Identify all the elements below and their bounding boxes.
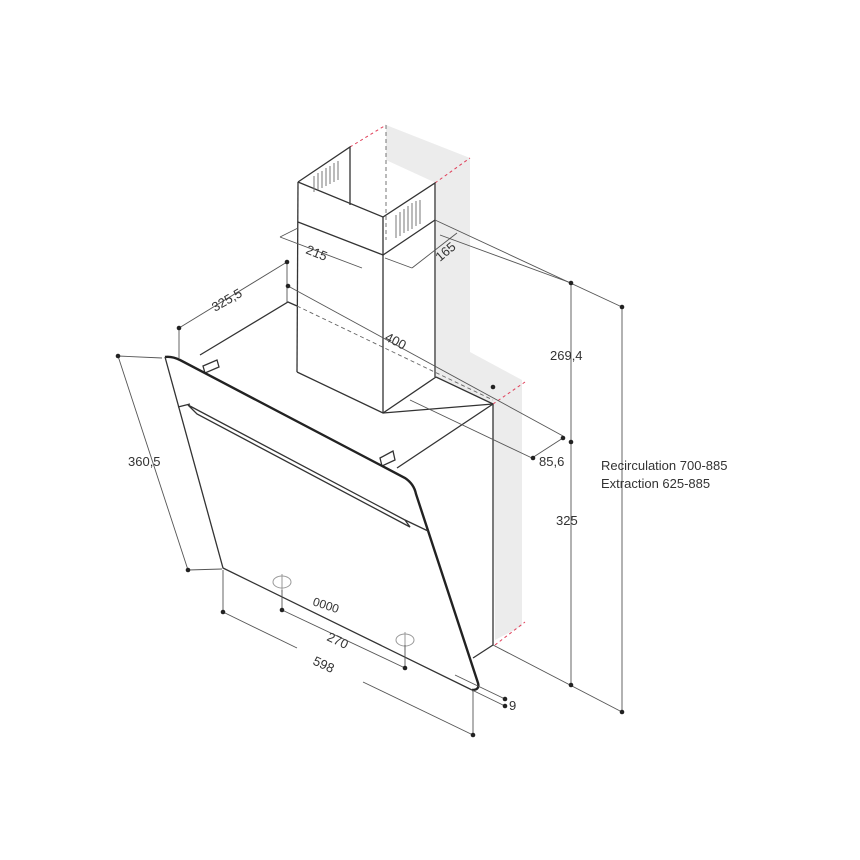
marker-line-top-right (434, 157, 471, 184)
dim-chimney-width: 215 (304, 242, 330, 264)
marker-line-bottom (494, 621, 526, 646)
dim-panel-slant: 360,5 (128, 454, 161, 469)
dim-hood-top-depth: 325,5 (209, 285, 245, 314)
note-recirculation: Recirculation 700-885 (601, 458, 727, 473)
vent-grille-icon (395, 200, 421, 238)
dim-panel-thickness: 9 (509, 698, 516, 713)
chimney (296, 145, 437, 414)
note-extraction: Extraction 625-885 (601, 476, 710, 491)
vent-grille-icon (313, 161, 339, 192)
dim-hood-height: 325 (556, 513, 578, 528)
glass-panel (164, 355, 480, 692)
dim-total-width: 598 (311, 653, 337, 676)
marker-line-top-left (349, 124, 387, 148)
dimension-points (115, 259, 625, 738)
dim-control-spacing: 270 (325, 629, 351, 652)
dimension-lines (117, 219, 623, 736)
control-knob-icon (272, 574, 292, 592)
dim-back-offset: 85,6 (539, 454, 564, 469)
hood-body (199, 301, 494, 659)
dim-upper-height: 269,4 (550, 348, 583, 363)
wall-zone (386, 125, 522, 640)
